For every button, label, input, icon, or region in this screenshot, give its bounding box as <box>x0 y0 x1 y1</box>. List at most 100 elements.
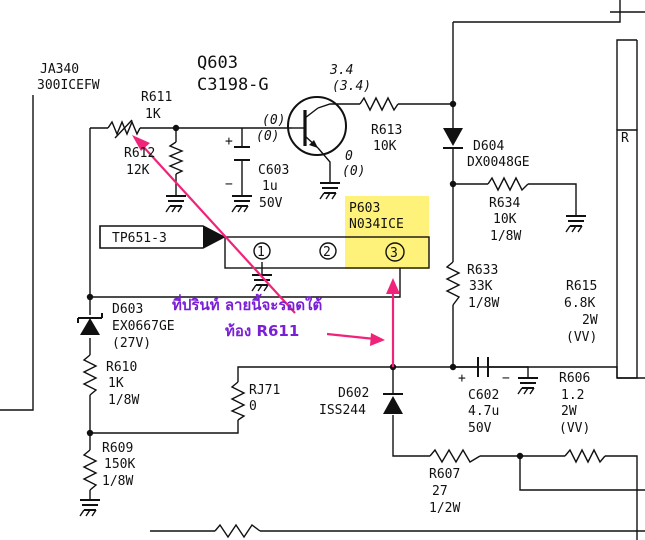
ja340-ref: JA340 <box>40 62 79 77</box>
r607-value: 27 <box>432 484 448 499</box>
c603-voltage: 50V <box>259 196 283 211</box>
left-panel-border <box>0 95 34 411</box>
wire <box>90 420 239 434</box>
annotation-line-2: ท้อง R611 <box>225 322 299 340</box>
annotation-arrow <box>139 142 296 314</box>
q603-ref: Q603 <box>197 53 238 73</box>
r610-resistor <box>82 354 98 396</box>
wire <box>317 147 331 183</box>
r606-power: 2W <box>561 404 577 419</box>
d603-part: EX0667GE <box>112 319 175 334</box>
r613-resistor <box>359 96 399 112</box>
c602-value: 4.7u <box>468 404 499 419</box>
wire <box>605 455 638 540</box>
q603-emitter-voltage-alt: (0) <box>342 164 365 179</box>
q603-collector <box>304 107 319 119</box>
q603-part: C3198-G <box>197 75 269 95</box>
p603-pin-3 <box>385 242 405 262</box>
annotation-line-1: ที่ปรินท์ ลายนี้จะรอดใต้ <box>172 293 322 314</box>
r633-ref: R633 <box>467 263 498 278</box>
c602-minus: − <box>502 371 510 386</box>
wire <box>317 103 360 109</box>
p603-pin-2-label: 2 <box>323 245 331 260</box>
rj71-ref: RJ71 <box>249 383 280 398</box>
r606-type: (VV) <box>559 421 590 436</box>
wire <box>453 0 621 23</box>
q603-collector-voltage-alt: (3.4) <box>332 79 371 94</box>
wire <box>90 268 401 298</box>
d604-diode <box>443 128 463 146</box>
p603-pin-1 <box>253 242 271 260</box>
r633-resistor <box>445 261 461 306</box>
junction <box>516 452 524 460</box>
q603-base-voltage-alt: (0) <box>256 129 279 144</box>
p603-pin-2 <box>319 242 337 260</box>
p603-ref: P603 <box>349 201 380 216</box>
r610-power: 1/8W <box>108 393 139 408</box>
d603-ref: D603 <box>112 302 143 317</box>
wire <box>237 366 393 382</box>
r609-ref: R609 <box>102 441 133 456</box>
p603-part: N034ICE <box>349 217 404 232</box>
ground-symbol <box>165 195 186 213</box>
r633-power: 1/8W <box>468 296 499 311</box>
junction <box>172 124 180 132</box>
r606-ref: R606 <box>559 371 590 386</box>
tp651-arrow-tip <box>203 226 224 248</box>
r634-value: 10K <box>493 212 517 227</box>
q603-base-voltage: (0) <box>262 113 285 128</box>
wire <box>528 183 577 216</box>
d602-part: ISS244 <box>319 403 366 418</box>
p603-pin-1-label: 1 <box>257 245 265 260</box>
right-panel <box>616 129 638 379</box>
junction <box>449 180 457 188</box>
r634-resistor <box>487 176 529 192</box>
wire <box>519 456 645 491</box>
r606-resistor <box>564 448 606 464</box>
r609-resistor <box>82 449 98 491</box>
ground-symbol <box>251 274 272 292</box>
r607-resistor <box>429 448 481 464</box>
p603-pin-3-label: 3 <box>390 246 398 261</box>
ground-symbol <box>565 215 586 233</box>
d602-ref: D602 <box>338 386 369 401</box>
d603-zener <box>80 318 100 335</box>
r615-power: 2W <box>582 313 598 328</box>
q603-emitter-arrow <box>309 140 318 148</box>
r634-ref: R634 <box>489 196 520 211</box>
r612-ref: R612 <box>124 146 155 161</box>
r611-value: 1K <box>145 107 161 122</box>
c603-value: 1u <box>262 179 278 194</box>
r615-ref: R615 <box>566 279 597 294</box>
r609-value: 150K <box>104 457 135 472</box>
c602-ref: C602 <box>468 388 499 403</box>
ground-symbol <box>319 182 340 200</box>
r609-power: 1/8W <box>102 474 133 489</box>
junction <box>86 429 94 437</box>
c603-capacitor <box>234 146 250 161</box>
r610-value: 1K <box>108 376 124 391</box>
ground-symbol <box>517 377 538 395</box>
q603-transistor <box>287 96 347 156</box>
junction <box>449 363 457 371</box>
rj71-value: 0 <box>249 399 257 414</box>
ground-symbol <box>79 499 100 517</box>
r613-value: 10K <box>373 139 397 154</box>
r633-value: 33K <box>469 279 493 294</box>
junction <box>449 100 457 108</box>
ja340-part: 300ICEFW <box>37 78 100 93</box>
r634-power: 1/8W <box>490 229 521 244</box>
q603-collector-voltage: 3.4 <box>329 63 353 78</box>
c603-minus: − <box>225 177 233 192</box>
junction <box>86 293 94 301</box>
d604-ref: D604 <box>473 139 504 154</box>
ground-symbol <box>231 195 252 213</box>
annotation-arrow <box>326 332 376 341</box>
d602-diode <box>383 396 403 414</box>
d603-voltage: (27V) <box>112 336 151 351</box>
r615-value: 6.8K <box>564 296 595 311</box>
bottom-resistor <box>214 523 261 539</box>
c603-ref: C603 <box>258 163 289 178</box>
